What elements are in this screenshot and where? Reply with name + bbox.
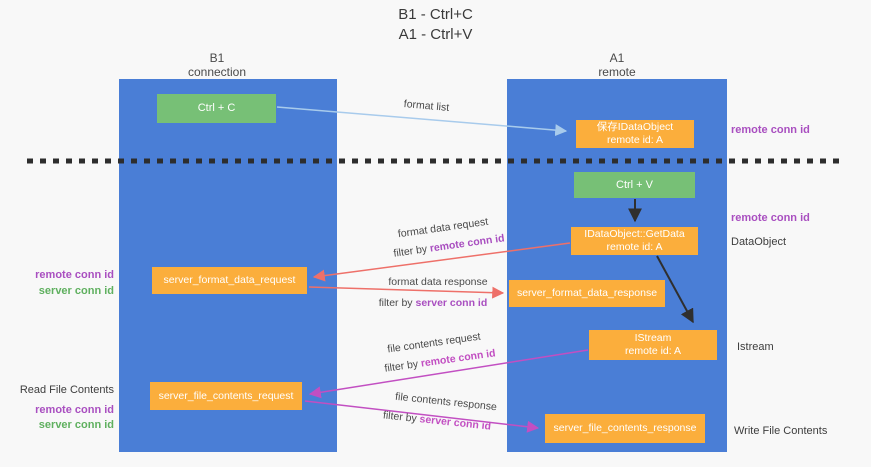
- diagram-title: B1 - Ctrl+C A1 - Ctrl+V: [0, 5, 871, 45]
- lane-header-b1: B1 connection: [157, 51, 277, 79]
- filter-by-key-3: remote conn id: [420, 347, 497, 370]
- server-file-contents-response-node: server_file_contents_response: [545, 414, 705, 443]
- title-line-1: B1 - Ctrl+C: [398, 6, 473, 23]
- ctrl-v-label: Ctrl + V: [616, 178, 653, 191]
- lane-a1-title: A1: [609, 51, 625, 65]
- idataobject-getdata-node: IDataObject::GetData remote id: A: [571, 227, 698, 255]
- save-idataobject-line2: remote id: A: [606, 134, 664, 146]
- filter-by-prefix-1: filter by: [392, 242, 431, 260]
- getdata-line1: IDataObject::GetData: [584, 228, 685, 240]
- ctrl-c-node: Ctrl + C: [157, 94, 276, 123]
- istream-node: IStream remote id: A: [589, 330, 717, 360]
- title-line-2: A1 - Ctrl+V: [398, 26, 473, 43]
- format-data-response-label: format data response: [388, 276, 488, 288]
- lane-b1-title: B1: [209, 51, 225, 65]
- left-read-file-contents-label: Read File Contents: [19, 384, 114, 396]
- server-format-data-request-node: server_format_data_request: [152, 267, 307, 294]
- right-write-file-contents-label: Write File Contents: [734, 425, 828, 437]
- left-server-conn-id-2: server conn id: [38, 419, 114, 431]
- save-idataobject-line1: 保存IDataObject: [596, 121, 674, 133]
- file-contents-response-label: file contents response: [394, 390, 498, 414]
- right-istream-label: Istream: [737, 341, 774, 353]
- server-format-data-response-node: server_format_data_response: [509, 280, 665, 307]
- left-remote-conn-id-2: remote conn id: [35, 404, 114, 416]
- server-file-contents-request-node: server_file_contents_request: [150, 382, 302, 410]
- filter-by-key-1: remote conn id: [429, 232, 506, 255]
- save-idataobject-node: 保存IDataObject remote id: A: [576, 120, 694, 148]
- server-format-data-request-label: server_format_data_request: [163, 274, 296, 286]
- right-remote-conn-id-1: remote conn id: [731, 124, 810, 136]
- right-dataobject-label: DataObject: [731, 236, 787, 248]
- filter-by-prefix-2: filter by: [378, 297, 416, 309]
- ctrl-v-node: Ctrl + V: [574, 172, 695, 198]
- istream-line2: remote id: A: [624, 345, 682, 357]
- lane-a1-subtitle: remote: [598, 65, 636, 79]
- istream-line1: IStream: [634, 332, 672, 344]
- lane-header-a1: A1 remote: [557, 51, 677, 79]
- server-file-contents-response-label: server_file_contents_response: [553, 422, 697, 434]
- filter-by-key-4: server conn id: [418, 413, 492, 433]
- filter-by-server-conn-id-label-1: filter by server conn id: [377, 297, 489, 309]
- filter-by-server-conn-id-label-2: filter by server conn id: [374, 408, 501, 433]
- filter-by-key-2: server conn id: [415, 297, 488, 309]
- server-file-contents-request-label: server_file_contents_request: [158, 389, 294, 402]
- ctrl-c-label: Ctrl + C: [197, 102, 236, 114]
- left-remote-conn-id-1: remote conn id: [35, 269, 114, 281]
- format-list-label: format list: [403, 98, 450, 114]
- left-server-conn-id-1: server conn id: [38, 285, 114, 297]
- right-remote-conn-id-2: remote conn id: [731, 212, 810, 224]
- lane-b1-subtitle: connection: [187, 65, 247, 79]
- server-format-data-response-label: server_format_data_response: [516, 287, 658, 299]
- filter-by-prefix-3: filter by: [383, 357, 422, 375]
- filter-by-prefix-4: filter by: [382, 409, 421, 426]
- getdata-line2: remote id: A: [606, 241, 663, 253]
